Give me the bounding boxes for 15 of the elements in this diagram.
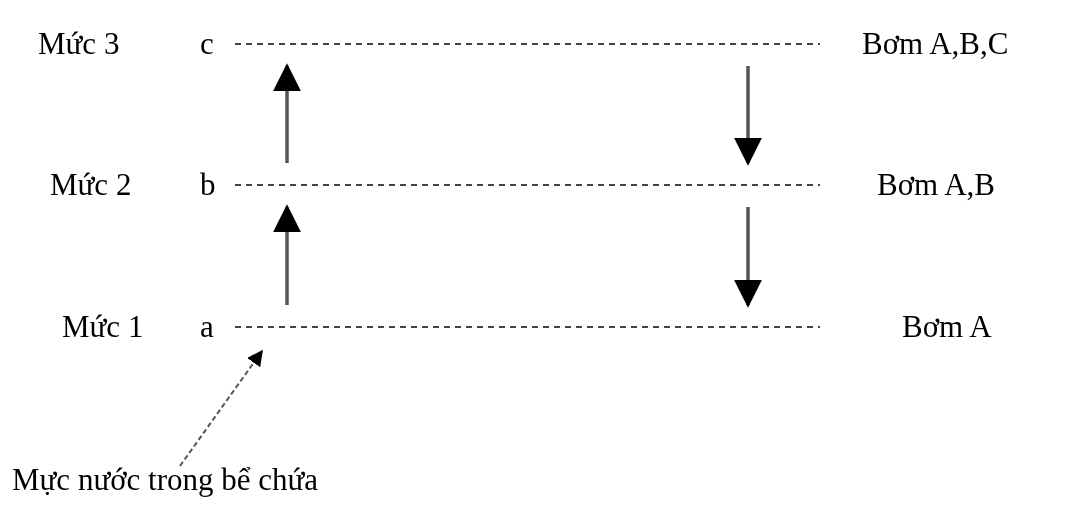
level-label: Mức 3: [38, 25, 120, 63]
pump-label: Bơm A: [902, 308, 992, 346]
arrow: [273, 204, 301, 305]
level-letter: a: [200, 308, 214, 346]
arrow: [734, 66, 762, 166]
arrow: [734, 207, 762, 308]
level-letter: c: [200, 25, 214, 63]
pump-label: Bơm A,B: [877, 166, 996, 204]
caption-text: Mực nước trong bể chứa: [12, 462, 319, 498]
level-label: Mức 2: [50, 166, 132, 204]
pump-label: Bơm A,B,C: [862, 25, 1009, 63]
leader-line: [179, 349, 263, 467]
level-label: Mức 1: [62, 308, 144, 346]
arrow: [273, 63, 301, 163]
level-letter: b: [200, 166, 216, 204]
